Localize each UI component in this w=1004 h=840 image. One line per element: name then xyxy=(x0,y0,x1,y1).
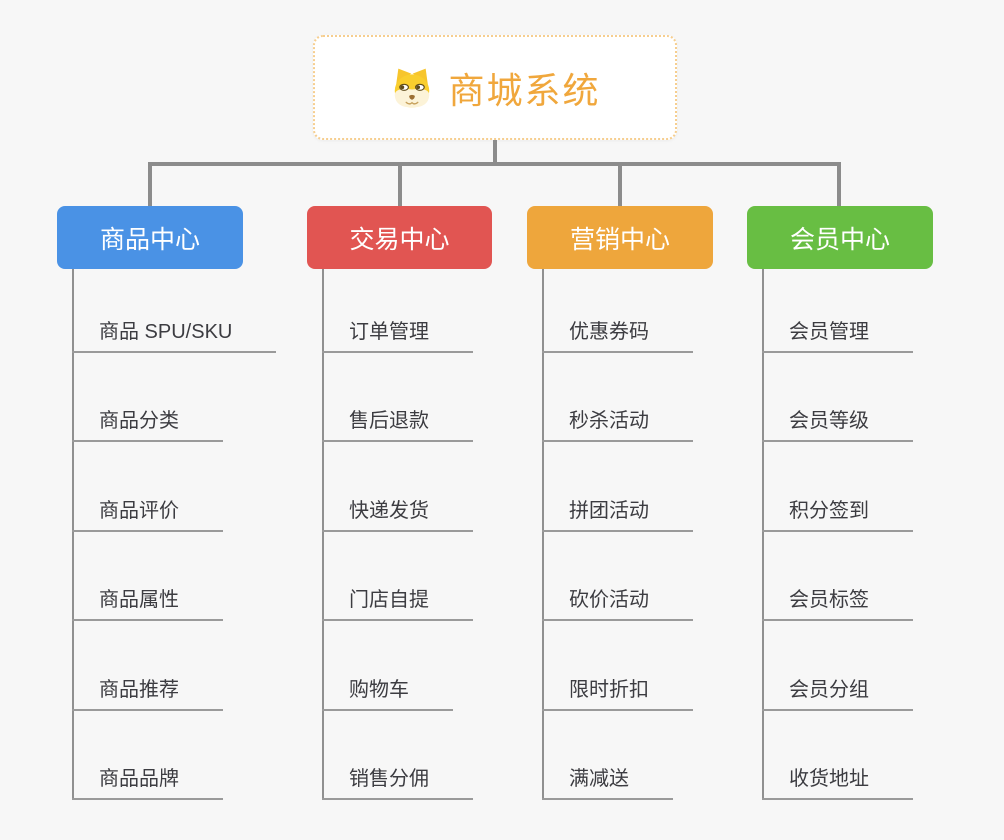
child-node[interactable]: 售后退款 xyxy=(322,353,473,443)
child-node[interactable]: 限时折扣 xyxy=(542,621,693,711)
child-node[interactable]: 商品属性 xyxy=(72,532,223,622)
branch-trade-center: 交易中心 订单管理售后退款快递发货门店自提购物车销售分佣 xyxy=(307,206,492,800)
dog-icon xyxy=(395,68,430,107)
branch-header-trade-center[interactable]: 交易中心 xyxy=(307,206,492,269)
branch-header-member-center[interactable]: 会员中心 xyxy=(747,206,933,269)
root-node[interactable]: 商城系统 xyxy=(313,35,677,140)
child-node[interactable]: 订单管理 xyxy=(322,264,473,353)
child-node[interactable]: 销售分佣 xyxy=(322,711,473,800)
child-node[interactable]: 优惠券码 xyxy=(542,264,693,353)
branch-line xyxy=(542,269,544,800)
branch-children: 会员管理会员等级积分签到会员标签会员分组收货地址 xyxy=(762,264,913,800)
branch-line xyxy=(762,269,764,800)
branch-children: 订单管理售后退款快递发货门店自提购物车销售分佣 xyxy=(322,264,473,800)
child-node[interactable]: 商品分类 xyxy=(72,353,223,443)
child-node[interactable]: 积分签到 xyxy=(762,442,913,532)
child-node[interactable]: 会员标签 xyxy=(762,532,913,622)
child-node[interactable]: 商品 SPU/SKU xyxy=(72,264,277,353)
root-node-label: 商城系统 xyxy=(448,69,601,111)
connector-drop-trade-center xyxy=(398,164,402,206)
child-node[interactable]: 秒杀活动 xyxy=(542,353,693,443)
child-node[interactable]: 收货地址 xyxy=(762,711,913,800)
child-node[interactable]: 商品品牌 xyxy=(72,711,223,800)
child-node[interactable]: 快递发货 xyxy=(322,442,473,532)
child-node[interactable]: 会员等级 xyxy=(762,353,913,443)
branch-line xyxy=(72,269,74,800)
child-node[interactable]: 满减送 xyxy=(542,711,673,800)
branch-children: 优惠券码秒杀活动拼团活动砍价活动限时折扣满减送 xyxy=(542,264,693,800)
connector-root-stem xyxy=(493,140,497,164)
child-node[interactable]: 会员分组 xyxy=(762,621,913,711)
child-node[interactable]: 商品评价 xyxy=(72,442,223,532)
connector-drop-member-center xyxy=(837,164,841,206)
connector-drop-product-center xyxy=(148,164,152,206)
child-node[interactable]: 砍价活动 xyxy=(542,532,693,622)
child-node[interactable]: 商品推荐 xyxy=(72,621,223,711)
child-node[interactable]: 拼团活动 xyxy=(542,442,693,532)
connector-drop-marketing-center xyxy=(618,164,622,206)
child-node[interactable]: 门店自提 xyxy=(322,532,473,622)
branch-header-product-center[interactable]: 商品中心 xyxy=(57,206,243,269)
branch-member-center: 会员中心 会员管理会员等级积分签到会员标签会员分组收货地址 xyxy=(747,206,933,800)
branch-line xyxy=(322,269,324,800)
child-node[interactable]: 购物车 xyxy=(322,621,453,711)
connector-horizontal-bar xyxy=(148,162,841,166)
branch-header-marketing-center[interactable]: 营销中心 xyxy=(527,206,713,269)
branch-marketing-center: 营销中心 优惠券码秒杀活动拼团活动砍价活动限时折扣满减送 xyxy=(527,206,713,800)
child-node[interactable]: 会员管理 xyxy=(762,264,913,353)
